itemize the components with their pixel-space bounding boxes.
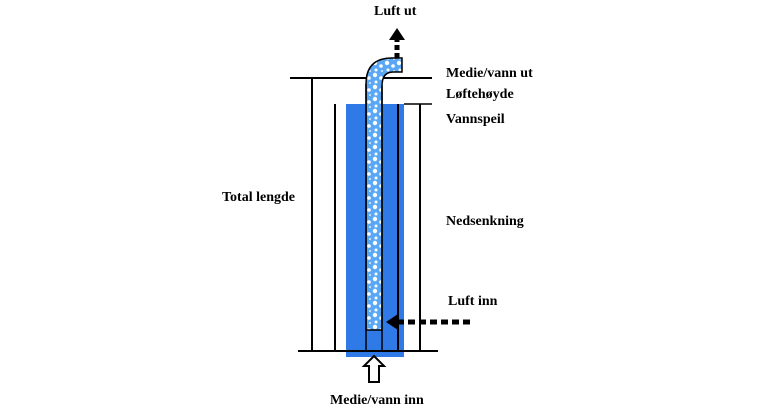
label-water-level: Vannspeil bbox=[446, 112, 505, 127]
label-air-in: Luft inn bbox=[448, 294, 498, 309]
label-submergence: Nedsenkning bbox=[446, 214, 524, 229]
media-in-arrow bbox=[361, 354, 387, 383]
label-air-out: Luft ut bbox=[374, 4, 417, 19]
label-total-length: Total lengde bbox=[222, 190, 295, 205]
label-media-water-in: Medie/vann inn bbox=[330, 393, 424, 408]
riser-pipe bbox=[365, 57, 403, 331]
label-media-water-out: Medie/vann ut bbox=[446, 66, 533, 81]
air-in-arrow-head bbox=[386, 314, 398, 330]
label-lift-height: Løftehøyde bbox=[446, 87, 514, 102]
air-out-arrow-head bbox=[389, 28, 405, 40]
